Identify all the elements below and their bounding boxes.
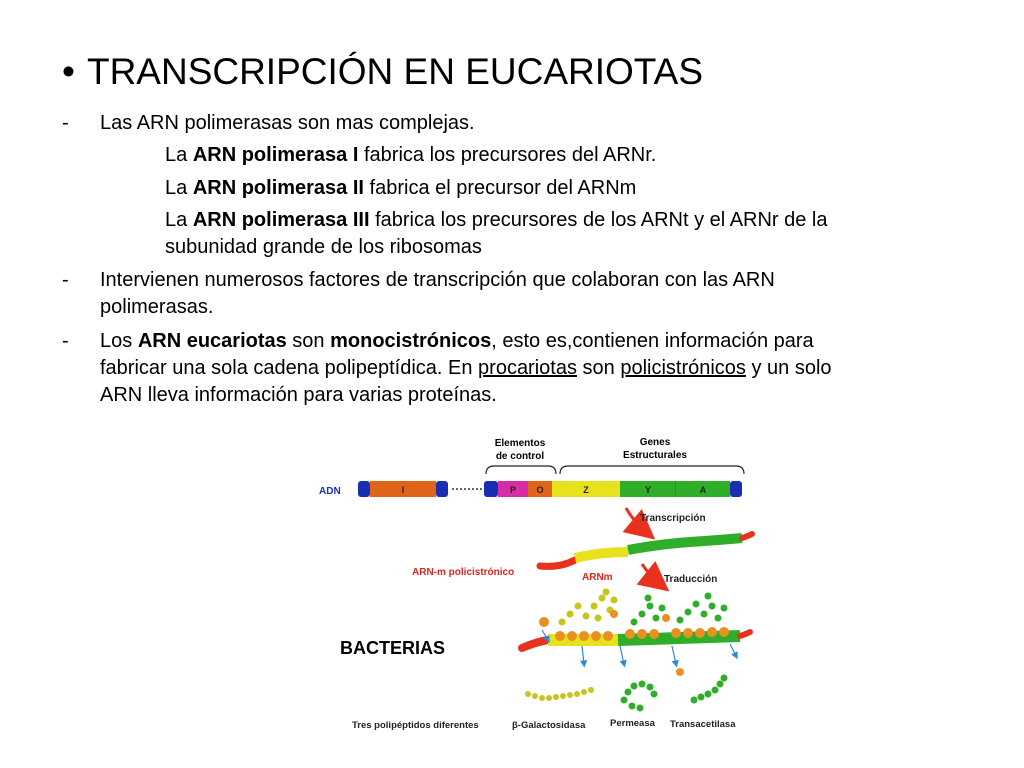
mono-line2-mid: son (576, 357, 621, 379)
brace-control (485, 465, 557, 475)
gene-i-label: I (402, 485, 405, 495)
slide-body: - Las ARN polimerasas son mas complejas.… (62, 112, 832, 405)
gene-y-label: Y (645, 485, 651, 495)
pol3-cont-line: subunidad grande de los ribosomas (165, 236, 482, 258)
permeasa-label: Permeasa (610, 718, 656, 729)
mono-line-3: ARN lleva información para varias proteí… (100, 384, 497, 405)
dna-cap-left (358, 481, 370, 497)
mono-line-2: fabricar una sola cadena polipeptídica. … (100, 355, 832, 382)
factors-line-1: Intervienen numerosos factores de transc… (100, 269, 775, 291)
factors-line-2: polimerasas. (100, 296, 214, 318)
gene-i-segment (370, 481, 436, 497)
pol2-line: La ARN polimerasa II fabrica el precurso… (165, 175, 636, 202)
pol3-post: fabrica los precursores de los ARNt y el… (369, 209, 828, 231)
pol1-pre: La (165, 144, 193, 166)
mono-bold-2: monocistrónicos (330, 330, 492, 352)
pol3-pre: La (165, 209, 193, 231)
slide-title: • TRANSCRIPCIÓN EN EUCARIOTAS (62, 48, 703, 96)
pol2-bold: ARN polimerasa II (192, 177, 364, 199)
operator-label: O (536, 485, 543, 495)
brace-genes (559, 465, 745, 475)
intro-line: Las ARN polimerasas son mas complejas. (100, 112, 475, 134)
pol2-pre: La (165, 177, 193, 199)
mono-pre: Los (100, 330, 138, 352)
release-arrow-icon (671, 645, 679, 668)
dna-cap (484, 481, 498, 497)
polypeptide-galactosidasa (525, 687, 594, 701)
mono-post: , esto es,contienen información para (491, 330, 814, 352)
label-genes-1: Genes (640, 437, 671, 448)
promoter-segment (498, 481, 528, 497)
gene-a-segment (676, 481, 730, 497)
dash-marker: - (62, 112, 69, 134)
polypeptide-transacetilasa (690, 674, 728, 704)
promoter-label: P (510, 485, 516, 495)
mrna-z-region (573, 547, 629, 563)
tres-polipeptidos-label: Tres polipéptidos diferentes (352, 720, 479, 731)
bacterias-label: BACTERIAS (340, 638, 445, 658)
mono-underline-policistronicos: policistrónicos (620, 357, 746, 379)
ribosome-cluster (539, 588, 729, 676)
mrna-ya-region (627, 533, 743, 555)
mono-line2-pre: fabricar una sola cadena polipeptídica. … (100, 357, 479, 379)
ribbon-leader (518, 636, 552, 652)
label-genes-2: Estructurales (623, 450, 687, 461)
title-text: TRANSCRIPCIÓN EN EUCARIOTAS (86, 51, 704, 92)
mono-bold-1: ARN eucariotas (137, 330, 287, 352)
mono-line-1: Los ARN eucariotas son monocistrónicos, … (100, 328, 814, 355)
release-arrow-icon (619, 645, 627, 668)
pol1-bold: ARN polimerasa I (192, 144, 359, 166)
release-arrow-icon (729, 643, 738, 660)
adn-label: ADN (319, 486, 341, 497)
translation-arrow-icon (636, 561, 670, 592)
title-bullet: • (62, 51, 75, 92)
ribbon-trailer (737, 629, 753, 639)
pol2-post: fabrica el precursor del ARNm (363, 177, 637, 199)
gene-a-label: A (700, 485, 707, 495)
ribbon-ya-region (617, 630, 741, 646)
mono-line2-post: y un solo (745, 357, 832, 379)
mrna-trailer (739, 531, 755, 541)
label-control-2: de control (496, 451, 545, 462)
release-arrow-icon (541, 629, 550, 644)
pol1-line: La ARN polimerasa I fabrica los precurso… (165, 142, 656, 169)
polypeptide-permease (620, 680, 658, 712)
transacetilasa-label: Transacetilasa (670, 719, 736, 730)
label-control-1: Elementos (495, 438, 546, 449)
dash-marker: - (62, 269, 69, 291)
dna-cap (436, 481, 448, 497)
arn-policistronico-label: ARN-m policistrónico (412, 567, 514, 578)
gene-y-segment (620, 481, 676, 497)
release-arrow-icon (580, 645, 588, 668)
dash-marker: - (62, 330, 69, 352)
operator-segment (528, 481, 552, 497)
transcription-arrow-icon (622, 507, 656, 540)
traduccion-label: Traducción (664, 574, 717, 585)
arnm-label: ARNm (582, 572, 613, 583)
gene-z-label: Z (583, 485, 589, 495)
pol3-line: La ARN polimerasa III fabrica los precur… (165, 207, 828, 234)
galactosidasa-label: β-Galactosidasa (512, 720, 586, 731)
mrna-leader (536, 556, 579, 570)
dna-cap-right (730, 481, 742, 497)
pol3-bold: ARN polimerasa III (192, 209, 370, 231)
mono-underline-procariotas: procariotas (478, 357, 577, 379)
transcripcion-label: Transcripción (640, 513, 706, 524)
pol1-post: fabrica los precursores del ARNr. (358, 144, 657, 166)
mono-mid: son (286, 330, 331, 352)
gene-z-segment (552, 481, 620, 497)
